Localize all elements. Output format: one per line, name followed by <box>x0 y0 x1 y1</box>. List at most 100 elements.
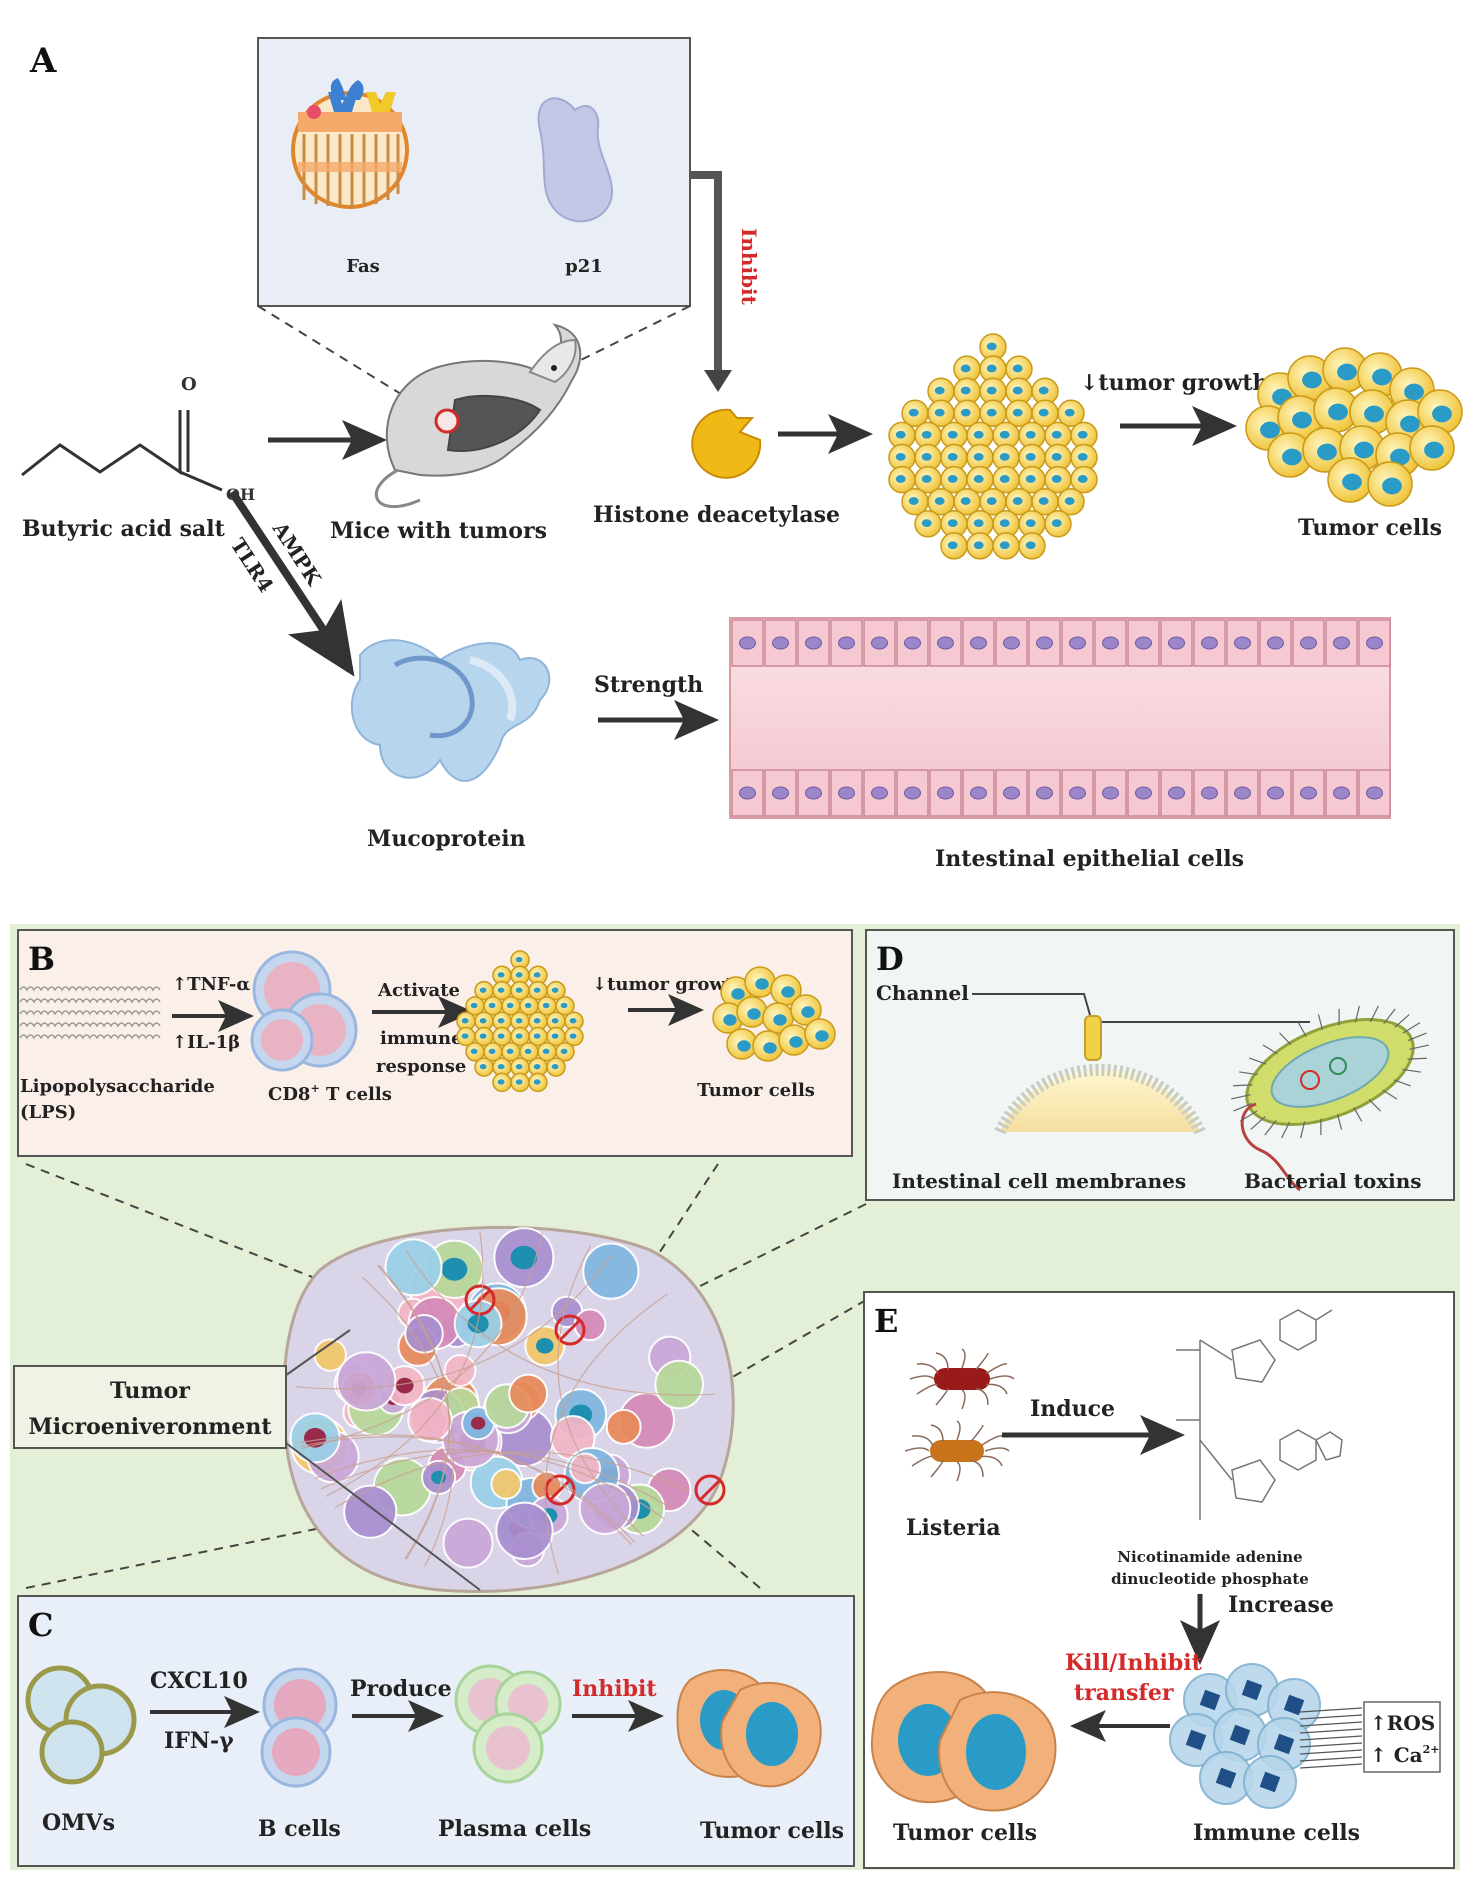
listeria-flagellum <box>930 1460 944 1478</box>
cluster-b-nucleus <box>479 1018 487 1024</box>
strength-label: Strength <box>594 672 703 698</box>
bacterium-flagellum <box>1281 1121 1291 1139</box>
cluster-b-nucleus <box>551 1018 559 1024</box>
bacterium-flagellum <box>1369 1005 1379 1023</box>
tumor-a-nucleus <box>1382 477 1402 495</box>
bacterium-flagellum <box>1249 1057 1267 1065</box>
panel-b-box <box>17 929 853 1157</box>
cluster-a-nucleus <box>921 430 932 439</box>
bacterium-flagellum <box>1239 1071 1258 1076</box>
oxygen-atom: O <box>181 374 197 395</box>
tumor-a-nucleus <box>1424 441 1444 459</box>
cluster-a-nucleus <box>999 430 1010 439</box>
tumor-a-nucleus <box>1400 415 1420 433</box>
induce-label: Induce <box>1030 1396 1115 1422</box>
intestinal-epithelium <box>729 617 1391 819</box>
nadp-structure <box>1176 1309 1343 1520</box>
cluster-b-nucleus <box>551 1063 559 1070</box>
cluster-a-nucleus <box>1025 541 1036 550</box>
cluster-b-nucleus <box>515 972 523 978</box>
lps-label-line2: (LPS) <box>20 1102 76 1123</box>
epithelial-nucleus <box>1102 636 1119 650</box>
bacterium-flagellum <box>1250 1116 1266 1130</box>
epithelial-nucleus <box>1234 786 1251 800</box>
panel-e: E Listeria Induce Nicotinamide adenine d… <box>863 1291 1455 1869</box>
cluster-b-nucleus <box>542 1048 550 1055</box>
immune-nucleus <box>1185 1729 1207 1751</box>
tumor-b-nucleus <box>763 1042 777 1054</box>
epithelial-nucleus <box>838 786 855 800</box>
tumor-a-nucleus <box>1404 383 1424 401</box>
butyric-acid-label: Butyric acid salt <box>22 516 226 542</box>
bacterium-flagellum <box>1354 1005 1360 1023</box>
ifn-gamma-label: IFN-γ <box>164 1728 234 1754</box>
cluster-b-nucleus <box>497 1063 505 1070</box>
ros-label: ↑ROS <box>1370 1711 1435 1735</box>
cluster-a-nucleus <box>908 408 919 417</box>
cluster-a-nucleus <box>921 475 932 483</box>
bacterium-toxin-icon <box>1231 1005 1429 1192</box>
tumor-b-nucleus <box>789 1036 803 1048</box>
omvs-label: OMVs <box>42 1810 115 1836</box>
cluster-a-nucleus <box>960 408 971 417</box>
cluster-a-nucleus <box>973 430 984 439</box>
tumor-b-nucleus <box>755 978 769 990</box>
cluster-a-nucleus <box>1025 452 1036 461</box>
il1b-label: ↑IL-1β <box>172 1032 240 1053</box>
tme-cell <box>442 1517 494 1569</box>
cluster-a-nucleus <box>947 541 958 550</box>
cluster-b-nucleus <box>497 987 505 993</box>
tumor-a-nucleus <box>1354 441 1374 459</box>
epithelial-nucleus <box>1168 636 1185 650</box>
epithelial-nucleus <box>1135 786 1152 800</box>
epithelial-nucleus <box>1300 786 1317 800</box>
cluster-b-nucleus <box>506 1002 514 1009</box>
tnf-label: ↑TNF-α <box>172 974 250 995</box>
listeria-flagellum <box>935 1352 949 1370</box>
kill-inhibit-label-1: Kill/Inhibit <box>1065 1650 1203 1676</box>
tumor-microenvironment-mass: Tumor Microeniveronment <box>13 1163 867 1594</box>
epithelial-nucleus <box>1267 636 1284 650</box>
panel-c: C OMVs CXCL10 IFN-γ B cells Produce Plas… <box>17 1595 855 1867</box>
tme-marker-slash <box>548 1478 572 1502</box>
cluster-b-nucleus <box>542 1002 550 1009</box>
toxins-label: Bacterial toxins <box>1244 1169 1422 1193</box>
tumor-cell-cluster-b <box>456 950 584 1093</box>
activate-label-2: immune <box>380 1028 463 1049</box>
tme-label-line-2 <box>281 1439 481 1591</box>
tme-marker-slash <box>698 1478 722 1502</box>
bacterium-flagellum <box>1262 1044 1278 1055</box>
signal-ray <box>1299 1707 1363 1713</box>
epithelial-nucleus <box>1366 636 1383 650</box>
bacterium-flagellum <box>1338 1008 1340 1026</box>
tme-cell <box>343 1484 398 1539</box>
cluster-a-nucleus <box>1051 519 1062 528</box>
bacterium-flagellum <box>1393 1079 1411 1087</box>
cluster-b-nucleus <box>551 987 559 993</box>
tme-nucleus <box>441 1257 468 1281</box>
signal-ray <box>1299 1714 1363 1720</box>
epithelial-nucleus <box>739 786 756 800</box>
cd8-label-main: CD8 <box>268 1084 310 1105</box>
nadp-label-line1: Nicotinamide adenine <box>1117 1548 1302 1566</box>
listeria-flagellum <box>989 1375 1015 1380</box>
bacterium-flagellum <box>1279 1032 1292 1046</box>
lps-label-line1: Lipopolysaccharide <box>20 1076 215 1097</box>
epithelial-nucleus <box>1234 636 1251 650</box>
tumor-cells-e-icon <box>870 1671 1057 1812</box>
signal-ray <box>1299 1763 1363 1769</box>
cluster-b-nucleus <box>497 1018 505 1024</box>
listeria-flagellum <box>984 1447 1010 1452</box>
panel-d-letter: D <box>876 940 904 978</box>
listeria-flagellum <box>916 1363 939 1374</box>
tme-cell <box>490 1468 523 1500</box>
cluster-a-nucleus <box>999 519 1010 528</box>
cluster-a-nucleus <box>1012 386 1023 395</box>
cluster-a-nucleus <box>1038 386 1049 395</box>
tumor-growth-label-a: ↓tumor growth <box>1080 370 1269 396</box>
cluster-a-nucleus <box>1077 475 1088 483</box>
cluster-a-nucleus <box>986 497 997 505</box>
tme-cell <box>582 1242 640 1300</box>
bacterium-flagellum <box>1368 1098 1381 1112</box>
listeria-flagellum <box>961 1389 966 1410</box>
